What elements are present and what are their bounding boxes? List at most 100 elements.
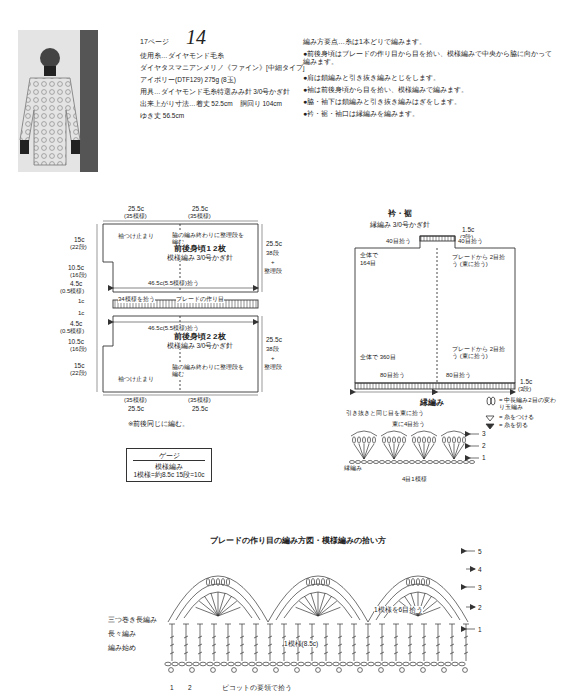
stitch-stroke <box>410 624 411 661</box>
page-number: 14 <box>186 26 206 49</box>
note-label: 4 <box>478 566 482 573</box>
stitch-stroke <box>340 624 341 661</box>
stitch-stroke <box>309 624 315 625</box>
stitch-stroke <box>422 636 426 638</box>
note-label: 1模様(8.5c) <box>284 640 318 647</box>
stitch-stroke <box>364 444 374 459</box>
note-label: 46.5c(5.5模様)拾う <box>148 280 199 287</box>
note-label: ピコットの要領で拾う <box>222 684 292 691</box>
note-label: 用具…ダイヤモンド毛糸特選みみ針 3/0号かぎ針 <box>140 88 290 95</box>
stitch-stroke <box>421 461 426 464</box>
stitch-stroke <box>358 437 361 443</box>
stitch-stroke <box>276 584 360 620</box>
stitch-stroke <box>254 636 258 638</box>
stitch-stroke <box>352 644 356 646</box>
note-label: 3 <box>478 584 482 591</box>
stitch-stroke <box>318 607 340 616</box>
stitch-stroke <box>338 644 342 646</box>
gauge-box: ゲージ模様編み1模様=約8.5c 15段=10c <box>126 448 212 482</box>
stitch-stroke <box>184 592 252 618</box>
stitch-stroke <box>454 444 464 459</box>
stitch-stroke <box>352 652 356 654</box>
stitch-stroke <box>368 624 369 661</box>
stitch-stroke <box>385 461 390 464</box>
stitch-stroke <box>441 431 467 436</box>
stitch-stroke <box>451 461 456 464</box>
stitch-stroke <box>268 644 272 646</box>
stitch-stroke <box>361 662 367 666</box>
note-label: 全体で 360目 <box>360 354 400 361</box>
note-label: (35模様) <box>188 397 211 404</box>
note-label: ※前後同じに編む。 <box>128 420 189 427</box>
note-label: 衿・裾 <box>388 210 412 219</box>
stitch-stroke <box>393 624 399 625</box>
stitch-stroke <box>470 446 479 447</box>
note-label: (35模様) <box>188 213 211 220</box>
stitch-stroke <box>359 444 364 459</box>
note-label: 長々編み <box>108 630 136 637</box>
stitch-stroke <box>364 444 369 459</box>
stitch-stroke <box>367 461 372 464</box>
stitch-stroke <box>411 431 437 436</box>
stitch-stroke <box>295 624 301 625</box>
stitch-stroke <box>239 624 245 625</box>
stitch-stroke <box>433 461 438 464</box>
note-label: 編み方要点…糸は1本どりで編みます。 <box>303 38 426 46</box>
stitch-stroke <box>445 662 451 666</box>
stitch-stroke <box>170 636 174 638</box>
stitch-stroke <box>436 644 440 646</box>
stitch-stroke <box>439 461 444 464</box>
note-label: 38段 <box>266 346 279 353</box>
collar-hem-outline <box>355 236 515 392</box>
note-label: 引き抜きと同じ目を束に拾う <box>346 410 424 417</box>
stitch-stroke <box>453 437 456 443</box>
stitch-stroke <box>464 644 468 646</box>
stitch-stroke <box>363 437 366 443</box>
stitch-stroke <box>391 461 396 464</box>
stitch-stroke <box>316 579 319 586</box>
stitch-stroke <box>445 461 450 464</box>
stitch-stroke <box>169 624 175 625</box>
stitch-stroke <box>418 437 421 443</box>
stitch-stroke <box>466 624 467 661</box>
note-label: ●肩は鎖編みと引き抜き編みとじをします。 <box>303 74 440 82</box>
stitch-stroke <box>326 579 329 586</box>
stitch-stroke <box>394 652 398 654</box>
stitch-stroke <box>354 444 364 459</box>
stitch-stroke <box>268 576 368 622</box>
stitch-stroke <box>168 576 268 622</box>
stitch-stroke <box>380 644 384 646</box>
note-label: (35模様) <box>124 213 147 220</box>
note-label: 三つ巻き長編み <box>108 616 157 623</box>
stitch-stroke <box>310 652 314 654</box>
stitch-stroke <box>454 444 455 459</box>
stitch-stroke <box>193 662 199 666</box>
stitch-stroke <box>444 444 454 459</box>
stitch-stroke <box>169 668 174 673</box>
stitch-stroke <box>424 662 430 666</box>
stitch-stroke <box>184 636 188 638</box>
stitch-stroke <box>218 607 240 616</box>
note-label: 25.5c <box>192 205 208 212</box>
stitch-stroke <box>183 624 189 625</box>
note-label: 2 <box>478 604 482 611</box>
stitch-stroke <box>459 662 465 666</box>
stitch-stroke <box>200 662 206 666</box>
stitch-stroke <box>457 461 462 464</box>
stitch-stroke <box>256 624 257 661</box>
stitch-stroke <box>218 593 225 616</box>
stitch-stroke <box>413 437 416 443</box>
stitch-stroke <box>389 444 394 459</box>
stitch-stroke <box>337 668 342 673</box>
stitch-stroke <box>364 444 365 459</box>
stitch-stroke <box>349 461 354 464</box>
stitch-stroke <box>449 624 455 625</box>
stitch-stroke <box>184 652 188 654</box>
stitch-stroke <box>225 624 231 625</box>
stitch-stroke <box>179 662 185 666</box>
note-label: ●袖は前後身頃から目を拾い、模様編みで編みます。 <box>303 86 468 94</box>
stitch-stroke <box>186 662 192 666</box>
stitch-stroke <box>347 662 353 666</box>
stitch-stroke <box>410 662 416 666</box>
